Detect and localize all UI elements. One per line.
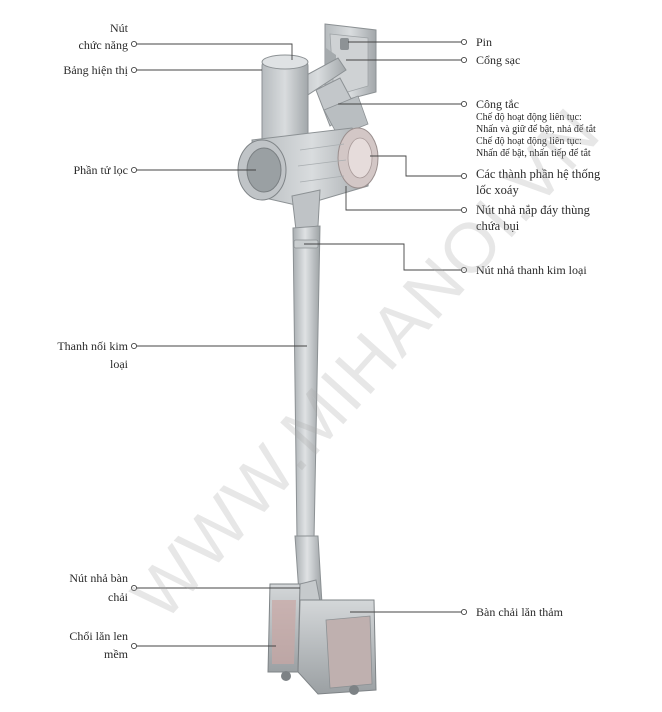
leader-dots [130,38,468,650]
label-soft-roller-2: mềm [104,647,128,661]
display-tower [261,54,309,153]
label-mode-press: Nhấn để bật, nhấn tiếp để tắt [476,148,591,159]
label-switch: Công tắc [476,97,519,111]
label-metal-rod-1: Thanh nối kim [57,339,128,353]
label-soft-roller-1: Chổi lăn len [69,629,128,643]
metal-rod [292,225,321,541]
dustbin-release-button-icon [291,189,321,231]
label-function-button-1: Nút [110,21,128,35]
display-panel-icon [261,54,309,70]
main-body [237,127,379,207]
label-brush-release-2: chải [108,590,128,604]
label-dustbin-release-2: chứa bụi [476,219,520,233]
label-mode-continuous-2: Chế độ hoạt động liên tục: [476,136,582,147]
label-cyclone-2: lốc xoáy [476,183,519,197]
leader-lines [134,41,464,647]
label-filter-element: Phần tử lọc [73,163,129,177]
label-charging-port: Cổng sạc [476,53,521,67]
label-cyclone-1: Các thành phần hệ thống [476,167,601,181]
label-mode-continuous-1: Chế độ hoạt động liên tục: [476,112,582,123]
label-dustbin-release-1: Nút nhả nắp đáy thùng [476,203,590,217]
label-brush-release-1: Nút nhả bàn [69,571,128,585]
label-battery: Pin [476,35,493,49]
soft-roller-icon [272,600,296,664]
label-metal-rod-2: loại [110,357,128,371]
label-display-panel: Bảng hiện thị [63,63,128,77]
carpet-brush-icon [325,615,373,689]
label-carpet-brush: Bàn chải lăn thảm [476,605,563,619]
label-rod-release: Nút nhả thanh kim loại [476,263,587,277]
label-function-button-2: chức năng [78,38,128,52]
handle [289,57,369,137]
floor-head [267,583,377,695]
charging-port-icon [340,38,349,50]
label-mode-hold: Nhấn và giữ để bật, nhả để tắt [476,124,596,135]
